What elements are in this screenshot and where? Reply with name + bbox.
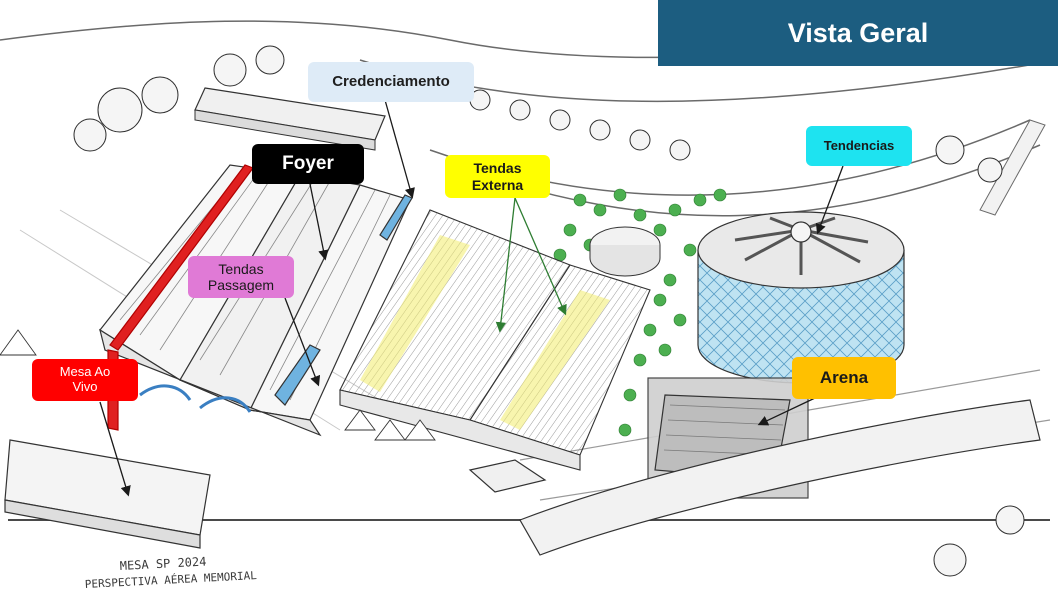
small-tents [0, 329, 436, 441]
credenciamento-building [194, 87, 386, 151]
palm-trees [553, 188, 727, 437]
label-foyer: Foyer [252, 144, 364, 184]
label-tendencias: Tendencias [806, 126, 912, 166]
round-pavilion [589, 226, 661, 277]
label-mesa-ao-vivo: Mesa Ao Vivo [32, 359, 138, 401]
title-bar: Vista Geral [658, 0, 1058, 66]
tendencias-building [697, 211, 905, 384]
page-title: Vista Geral [787, 17, 929, 48]
label-credenciamento: Credenciamento [308, 62, 474, 102]
svg-text:MESA SP 2024: MESA SP 2024 [119, 554, 206, 573]
label-arena: Arena [792, 357, 896, 399]
label-tendas-passagem: Tendas Passagem [188, 256, 294, 298]
label-tendas-externa: Tendas Externa [445, 155, 550, 198]
external-tents [339, 209, 651, 471]
label-arrows [99, 99, 844, 497]
trees [73, 45, 1025, 577]
mesa-ao-vivo-building [4, 399, 1041, 556]
